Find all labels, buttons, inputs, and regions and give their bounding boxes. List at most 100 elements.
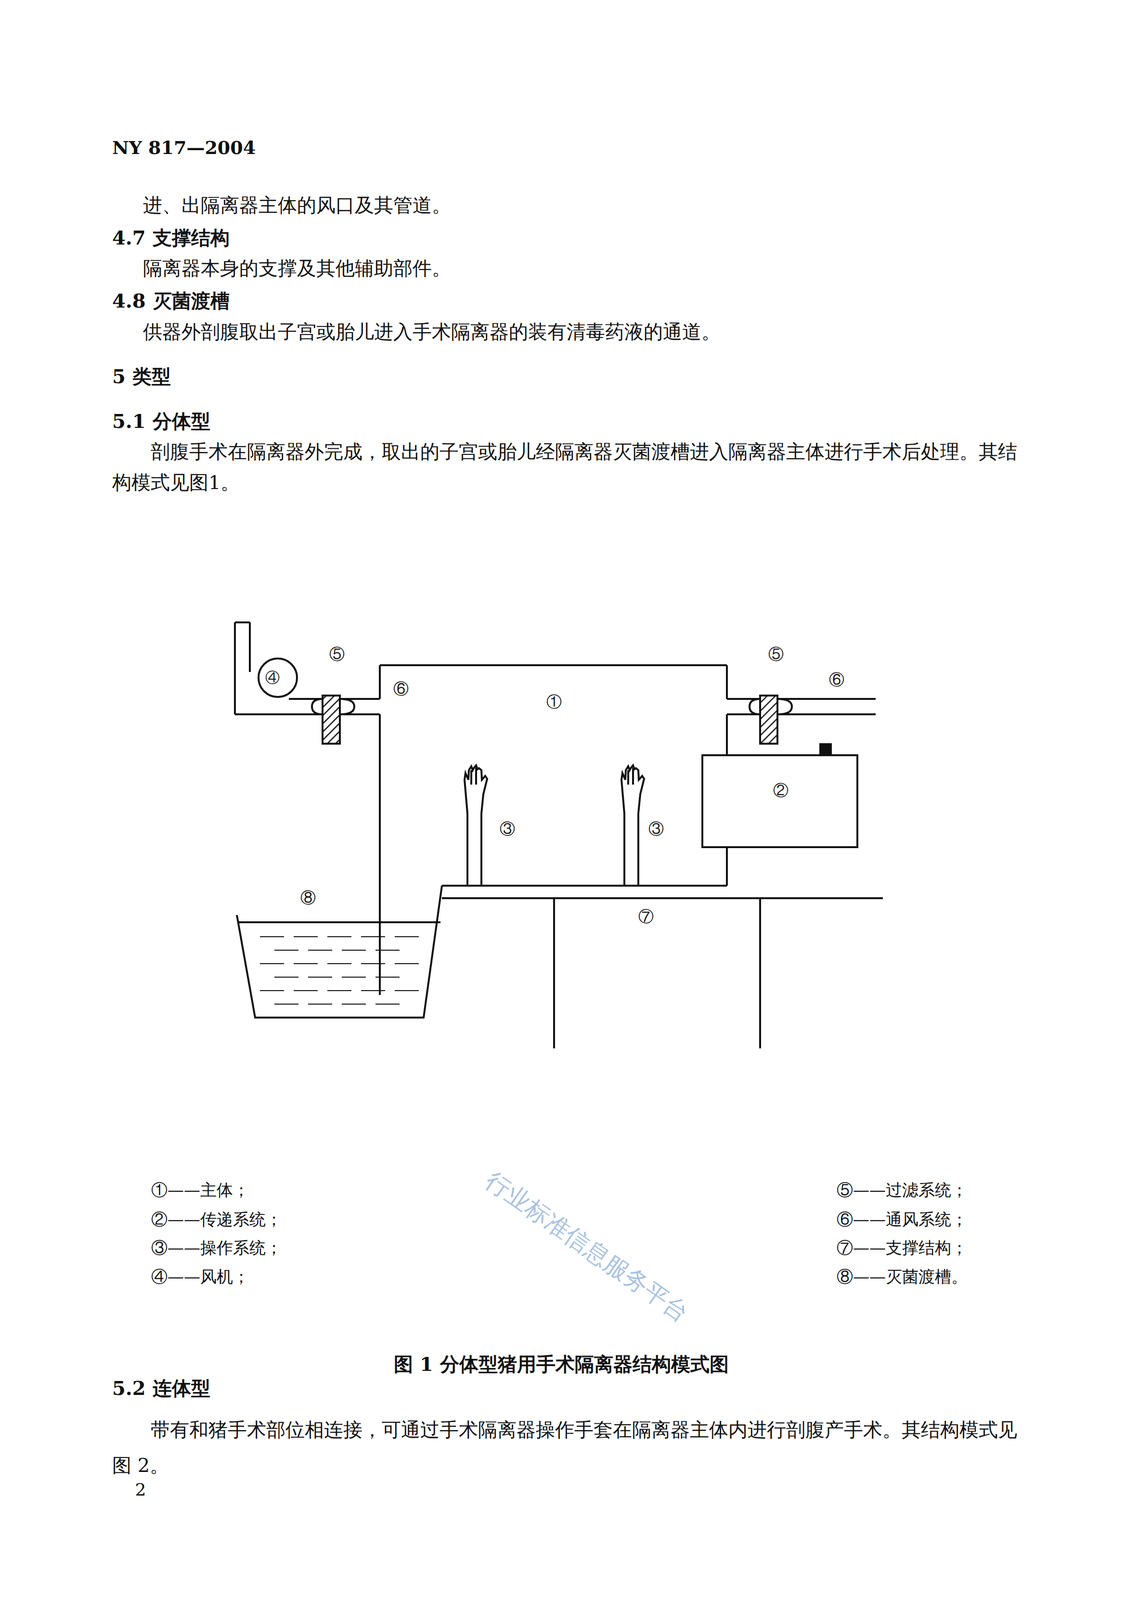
glove-arm (637, 813, 640, 886)
transfer-box (847, 846, 858, 849)
liquid-hatch (341, 1003, 366, 1005)
callout-number: ⑧ (300, 887, 316, 909)
liquid-hatch (361, 936, 386, 938)
fan-duct (248, 622, 251, 673)
isolator-body (379, 664, 727, 667)
section-heading: 5.1 分体型 (112, 409, 211, 433)
support-top (441, 897, 883, 900)
body-text: 带有和猪手术部位相连接，可通过手术隔离器操作手套在隔离器主体内进行剖腹产手术。其… (112, 1411, 1022, 1484)
duct (339, 713, 380, 716)
callout-number: ⑤ (329, 645, 345, 664)
page-header: NY 817—2004 (112, 136, 256, 159)
transfer-box (702, 846, 712, 849)
isolator-body (725, 714, 728, 756)
glove-finger (627, 770, 630, 785)
support-leg (553, 898, 556, 1049)
liquid-hatch (274, 1003, 299, 1005)
liquid-hatch (394, 990, 419, 992)
filter-symbol (760, 695, 778, 744)
body-text: 隔离器本身的支撑及其他辅助部件。 (142, 256, 452, 280)
key-entry: ⑥——通风系统； (836, 1209, 968, 1230)
liquid-hatch (394, 963, 419, 965)
duct (234, 713, 323, 716)
glove-finger (470, 770, 473, 785)
liquid-hatch (293, 963, 318, 965)
liquid-hatch (293, 990, 318, 992)
callout-number: ⑦ (638, 907, 654, 926)
glove-finger (475, 767, 478, 785)
liquid-hatch (259, 963, 285, 965)
page-number: 2 (135, 1479, 147, 1501)
isolator-body: ① (385, 670, 699, 873)
callout-number: ⑥ (828, 670, 845, 689)
liquid-hatch (274, 949, 299, 951)
duct (777, 713, 876, 716)
callout-number: ① (546, 691, 562, 713)
liquid-hatch (308, 949, 333, 951)
glove-arm (480, 813, 483, 886)
isolator-body (378, 714, 381, 996)
body-text: 供器外剖腹取出子宫或胎儿进入手术隔离器的装有清毒药液的通道。 (142, 320, 721, 344)
watermark: 行业标准信息服务平台 (480, 1165, 695, 1328)
key-entry: ①——主体； (151, 1180, 250, 1201)
key-entry: ②——传递系统； (151, 1209, 283, 1230)
section-heading: 5 类型 (112, 364, 171, 388)
transfer-knob (820, 744, 831, 756)
fan-symbol (258, 658, 298, 698)
key-entry: ④——风机； (151, 1267, 250, 1287)
liquid-hatch (375, 1003, 400, 1005)
key-entry: ③——操作系统； (151, 1238, 283, 1258)
liquid-hatch (375, 976, 400, 978)
isolator-body (441, 884, 727, 887)
line-art (234, 622, 883, 1049)
isolator-body (378, 665, 381, 699)
duct (726, 698, 761, 700)
transfer-box (702, 754, 712, 757)
isolator-body (725, 847, 728, 886)
liquid-hatch (341, 949, 366, 951)
glove-hand (621, 765, 645, 814)
glove-arm (466, 813, 469, 886)
callout-number: ② (773, 780, 789, 802)
liquid-hatch (327, 936, 352, 938)
callout-number: ③ (499, 819, 516, 839)
glove-hand (464, 765, 488, 814)
liquid-hatch (341, 976, 366, 978)
key-entry: ⑧——灭菌渡槽。 (836, 1267, 968, 1287)
liquid-hatch (394, 936, 419, 938)
filter-flange (749, 698, 761, 715)
glove-finger (632, 767, 634, 785)
liquid-hatch (361, 963, 386, 965)
filter-flange (777, 698, 792, 715)
section-heading: 4.8 灭菌渡槽 (112, 289, 230, 313)
sterilizing-tank: ⑧ (269, 888, 424, 918)
liquid-hatch (259, 936, 285, 938)
body-text: 进、出隔离器主体的风口及其管道。 (142, 193, 452, 217)
key-entry: ⑦——支撑结构； (836, 1238, 968, 1258)
fan-duct (234, 621, 250, 624)
filter-flange (311, 698, 323, 715)
transfer-box (702, 755, 858, 848)
support-leg (759, 898, 762, 1049)
section-heading: 4.7 支撑结构 (112, 226, 230, 250)
liquid-hatch (308, 1003, 333, 1005)
liquid-hatch (259, 990, 285, 992)
body-text: 剖腹手术在隔离器外完成，取出的子宫或胎儿经隔离器灭菌渡槽进入隔离器主体进行手术后… (112, 436, 1022, 498)
transfer-box: ② (703, 756, 856, 846)
filter-symbol (322, 695, 340, 744)
filter-flange (339, 698, 355, 715)
liquid-hatch (327, 990, 352, 992)
callout-number: ⑥ (393, 679, 409, 699)
fan-duct (233, 622, 236, 715)
key-entry: ⑤——过滤系统； (836, 1180, 968, 1201)
liquid-hatch (293, 936, 318, 938)
callout-number: ④ (265, 669, 280, 687)
liquid-hatch (361, 990, 386, 992)
liquid-hatch (375, 949, 400, 951)
liquid-hatch (327, 963, 352, 965)
duct (777, 698, 876, 700)
tank-outline (236, 885, 442, 1018)
glove-arm (623, 813, 626, 886)
liquid-hatch (274, 976, 299, 978)
